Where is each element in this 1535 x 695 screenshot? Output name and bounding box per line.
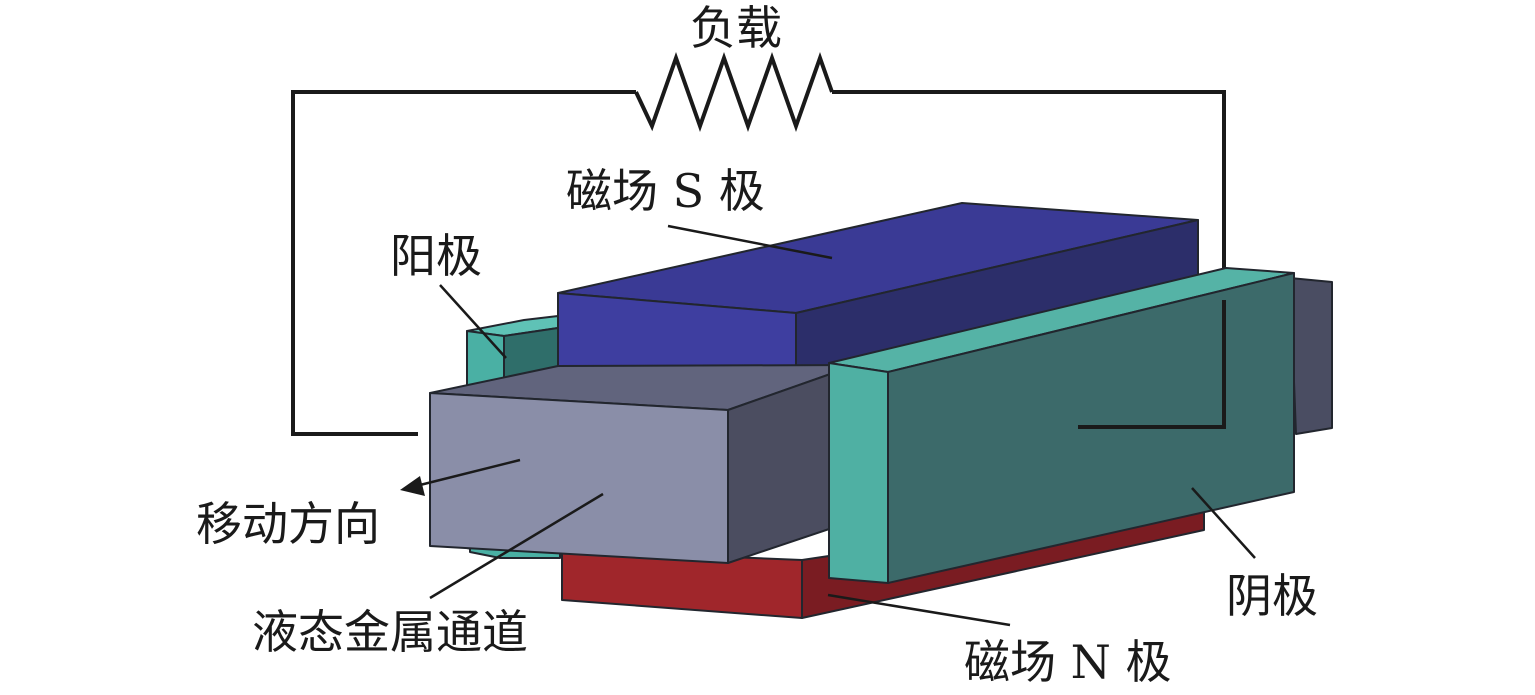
label-direction: 移动方向 (196, 497, 380, 551)
leader-cathode (1191, 487, 1256, 559)
label-load: 负载 (690, 1, 782, 55)
leader-lines (400, 224, 1256, 627)
label-n-pole: 磁场 N 极 (964, 635, 1172, 689)
leader-anode (439, 284, 507, 359)
leader-n-pole (827, 593, 1011, 627)
direction-arrow-shaft (415, 458, 521, 488)
label-cathode: 阴极 (1226, 569, 1318, 623)
label-s-pole: 磁场 S 极 (566, 164, 765, 218)
liquid-metal-channel (429, 364, 857, 564)
leader-channel (429, 492, 604, 600)
s-pole-magnet (557, 202, 1199, 386)
circuit-wire-left (291, 90, 636, 436)
leader-s-pole (667, 224, 833, 260)
label-anode: 阳极 (390, 229, 482, 283)
cathode-terminal-wire (1078, 300, 1226, 429)
direction-arrow-icon (400, 476, 425, 496)
label-channel: 液态金属通道 (252, 605, 528, 659)
cathode-back (1289, 277, 1333, 435)
load-resistor-icon (634, 51, 834, 133)
